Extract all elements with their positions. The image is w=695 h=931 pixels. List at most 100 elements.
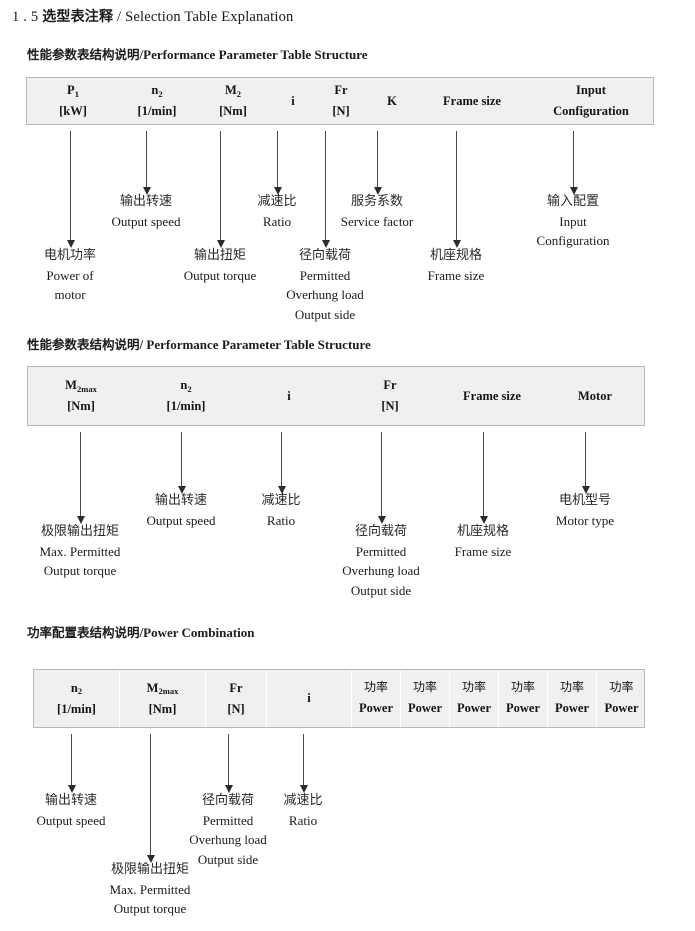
section-3-subtitle: 功率配置表结构说明/Power Combination — [27, 622, 255, 641]
note-service-factor: 服务系数 Service factor — [317, 192, 437, 231]
table-1-col-n2: n2 [1/min] — [119, 78, 195, 124]
table-3-col-power-6-line1: 功率 — [609, 680, 634, 695]
arrow-to-frame-size — [452, 131, 461, 248]
arrow-to-ratio-2 — [277, 432, 286, 494]
section-1-subtitle-en: Performance Parameter Table Structure — [143, 47, 368, 62]
table-3-col-power-2: 功率 Power — [400, 670, 449, 727]
arrow-to-overhung-load — [321, 131, 330, 248]
table-2-col-fr-line2: [N] — [381, 399, 399, 413]
arrow-to-output-speed-2 — [177, 432, 186, 494]
table-3-col-power-2-line2: Power — [407, 701, 442, 716]
table-3-col-power-4-line1: 功率 — [510, 680, 535, 695]
table-3-col-power-4: 功率 Power — [498, 670, 547, 727]
table-2-col-i-line1: i — [287, 388, 291, 403]
note-max-permitted-output-torque-3: 极限输出扭矩 Max. Permitted Output torque — [90, 860, 210, 919]
table-1-col-frame-size-line1: Frame size — [443, 93, 501, 108]
table-1-col-n2-line2: [1/min] — [137, 104, 177, 118]
table-3-col-n2-line2: [1/min] — [57, 701, 96, 716]
section-2-subtitle-separator: / — [139, 337, 144, 352]
table-1-col-fr: Fr [N] — [315, 78, 367, 124]
table-1-col-p1-line1: P1 — [67, 83, 79, 99]
table-1-col-k-line1: K — [387, 93, 397, 108]
note-service-factor-cn: 服务系数 — [350, 194, 403, 209]
table-2-col-motor: Motor — [544, 367, 646, 425]
table-3-col-fr: Fr [N] — [205, 670, 266, 727]
note-max-permitted-output-torque-cn: 极限输出扭矩 — [40, 524, 119, 539]
table-2-col-m2max-line2: [Nm] — [67, 399, 95, 413]
table-3-col-m2max-line2: [Nm] — [148, 701, 177, 716]
table-1-col-i-line1: i — [291, 93, 295, 108]
table-3-col-power-4-line2: Power — [505, 701, 540, 716]
note-overhung-load-en-3: Output side — [294, 306, 356, 322]
table-1-col-k: K — [367, 78, 417, 124]
section-3-subtitle-en: Power Combination — [143, 625, 255, 640]
note-max-permitted-output-torque: 极限输出扭矩 Max. Permitted Output torque — [20, 522, 140, 581]
table-3-col-i: i — [266, 670, 351, 727]
note-ratio-2-en-1: Ratio — [266, 512, 296, 528]
table-2-col-n2-line1: n2 — [180, 378, 192, 394]
table-2-col-m2max-line1: M2max — [65, 378, 97, 394]
arrow-to-output-speed-3 — [67, 734, 76, 793]
arrow-to-power-of-motor — [66, 131, 75, 248]
page-title: 1 . 5 选型表注释 / Selection Table Explanatio… — [12, 6, 294, 26]
table-1-col-input-configuration: Input Configuration — [527, 78, 655, 124]
note-frame-size-2-cn: 机座规格 — [456, 524, 509, 539]
note-input-configuration-cn: 输入配置 — [546, 194, 599, 209]
note-overhung-load-en-2: Overhung load — [286, 287, 364, 302]
table-1-col-p1-line2: [kW] — [59, 104, 87, 118]
arrow-to-overhung-load-3 — [224, 734, 233, 793]
table-3-col-m2max-line1: M2max — [146, 680, 179, 697]
note-input-configuration-en-2: Configuration — [536, 233, 610, 248]
note-ratio-3-cn: 减速比 — [283, 793, 323, 808]
page-title-en: Selection Table Explanation — [125, 9, 294, 25]
table-1-col-input-configuration-line2: Configuration — [553, 104, 629, 118]
table-1-col-n2-line1: n2 — [151, 83, 163, 99]
note-output-speed: 输出转速 Output speed — [86, 192, 206, 231]
section-3-subtitle-separator: / — [139, 625, 144, 640]
note-frame-size-2: 机座规格 Frame size — [423, 522, 543, 561]
note-output-speed-2-en-1: Output speed — [146, 512, 216, 528]
table-3-col-m2max: M2max [Nm] — [119, 670, 205, 727]
note-overhung-load-2-en-3: Output side — [350, 582, 412, 598]
power-combination-table: n2 [1/min] M2max [Nm] Fr [N] i 功率 Power … — [33, 669, 645, 728]
section-1-subtitle-cn: 性能参数表结构说明 — [27, 47, 140, 62]
table-3-col-power-1-line1: 功率 — [363, 680, 388, 695]
arrow-to-output-speed — [142, 131, 151, 195]
table-3-col-n2: n2 [1/min] — [34, 670, 119, 727]
table-2-col-n2-line2: [1/min] — [166, 399, 206, 413]
table-3-col-power-5: 功率 Power — [547, 670, 596, 727]
table-1-col-fr-line1: Fr — [334, 83, 348, 98]
table-3-col-power-6-line2: Power — [604, 701, 639, 716]
arrow-to-motor-type — [581, 432, 590, 494]
table-1-col-fr-line2: [N] — [332, 104, 350, 118]
note-max-permitted-output-torque-en-1: Max. Permitted — [39, 543, 121, 559]
note-motor-type-cn: 电机型号 — [558, 493, 611, 508]
note-output-speed-2-cn: 输出转速 — [154, 493, 207, 508]
note-power-of-motor-cn: 电机功率 — [43, 248, 96, 263]
note-motor-type: 电机型号 Motor type — [525, 491, 645, 530]
arrow-to-service-factor — [373, 131, 382, 195]
note-frame-size-en-1: Frame size — [427, 267, 485, 283]
note-max-permitted-output-torque-3-en-2: Output torque — [113, 901, 187, 916]
note-overhung-load-2-en-1: Permitted — [355, 543, 407, 559]
note-overhung-load-2-cn: 径向载荷 — [354, 524, 407, 539]
note-overhung-load-3: 径向载荷 Permitted Overhung load Output side — [168, 791, 288, 869]
table-3-col-fr-line2: [N] — [227, 701, 245, 716]
note-overhung-load-3-en-1: Permitted — [202, 812, 254, 828]
note-overhung-load-3-cn: 径向载荷 — [201, 793, 254, 808]
table-1-col-frame-size: Frame size — [417, 78, 527, 124]
note-max-permitted-output-torque-3-cn: 极限输出扭矩 — [110, 862, 189, 877]
note-output-torque-en-1: Output torque — [183, 267, 257, 283]
note-input-configuration-en-1: Input — [559, 213, 587, 229]
table-1-col-i: i — [271, 78, 315, 124]
table-3-col-fr-line1: Fr — [229, 680, 243, 695]
table-2-col-i: i — [238, 367, 340, 425]
note-frame-size: 机座规格 Frame size — [396, 246, 516, 285]
note-overhung-load-en-1: Permitted — [299, 267, 351, 283]
page-title-cn: 选型表注释 — [42, 9, 114, 25]
note-output-speed-2: 输出转速 Output speed — [121, 491, 241, 530]
section-2-subtitle-cn: 性能参数表结构说明 — [27, 337, 140, 352]
note-overhung-load-2-en-2: Overhung load — [342, 563, 420, 578]
note-service-factor-en-1: Service factor — [340, 213, 414, 229]
